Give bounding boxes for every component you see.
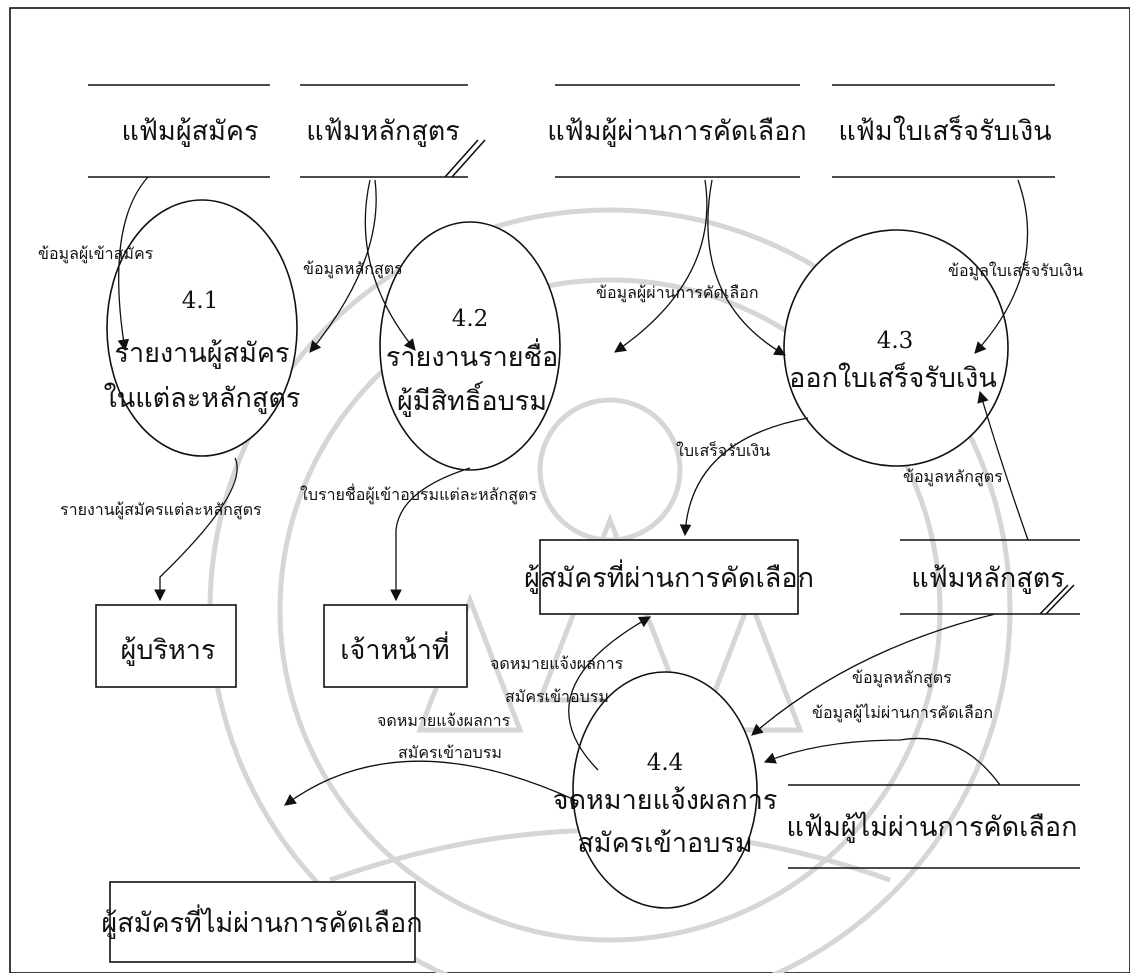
flow-passed-data-label: ข้อมูลผู้ผ่านการคัดเลือก (596, 283, 759, 303)
entity-officer: เจ้าหน้าที่ (323, 604, 468, 688)
flow-course-data-to-44-arrow (751, 613, 996, 736)
flow-letter-to-failed-arrow (284, 760, 576, 806)
flow-course-data-label-1: ข้อมูลหลักสูตร (303, 259, 403, 279)
flow-receipt-label: ใบเสร็จรับเงิน (676, 440, 770, 460)
store-course-file-top: แฟ้มหลักสูตร (300, 84, 486, 178)
store-failed-file: แฟ้มผู้ไม่ผ่านการคัดเลือก (787, 784, 1080, 869)
process-4-3: 4.3 ออกใบเสร็จรับเงิน (783, 229, 1009, 467)
process-4-4-number: 4.4 (647, 750, 684, 776)
process-4-3-line1: ออกใบเสร็จรับเงิน (789, 360, 997, 394)
entity-failed-applicant: ผู้สมัครที่ไม่ผ่านการคัดเลือก (101, 881, 423, 963)
process-4-4-line1: จดหมายแจ้งผลการ (553, 785, 778, 816)
flow-letter-failed-label-2: สมัครเข้าอบรม (398, 743, 502, 762)
store-receipt-file: แฟ้มใบเสร็จรับเงิน (832, 84, 1055, 178)
process-4-2-line2: ผู้มีสิทธิ์อบรม (397, 381, 547, 417)
store-failed-file-label: แฟ้มผู้ไม่ผ่านการคัดเลือก (787, 812, 1078, 843)
flow-course-data-label-2: ข้อมูลหลักสูตร (903, 467, 1003, 487)
flow-failed-data-label: ข้อมูลผู้ไม่ผ่านการคัดเลือก (812, 703, 993, 723)
flow-attendee-list-label: ใบรายชื่อผู้เข้าอบรมแต่ละหลักสูตร (300, 483, 537, 505)
process-4-3-number: 4.3 (877, 328, 914, 354)
entity-executive: ผู้บริหาร (95, 604, 237, 688)
flow-applicant-data-label: ข้อมูลผู้เข้าสมัคร (38, 244, 154, 264)
flow-passed-data-to-43-arrow (707, 179, 787, 356)
entity-failed-applicant-label: ผู้สมัครที่ไม่ผ่านการคัดเลือก (101, 904, 422, 939)
flow-applicant-report-arrow (154, 457, 238, 602)
flow-attendee-list-arrow (390, 467, 471, 602)
flow-course-data-to-42-arrow (364, 179, 416, 351)
store-course-file-right: แฟ้มหลักสูตร (900, 539, 1080, 615)
flow-letter-passed-label-2: สมัครเข้าอบรม (505, 687, 609, 706)
flow-receipt-data-arrow (974, 179, 1029, 354)
entity-executive-label: ผู้บริหาร (121, 635, 216, 666)
flow-receipt-data-label: ข้อมูลใบเสร็จรับเงิน (948, 260, 1083, 281)
flow-course-data-to-41-arrow (309, 179, 377, 353)
store-applicant-file: แฟ้มผู้สมัคร (88, 84, 270, 178)
store-applicant-file-label: แฟ้มผู้สมัคร (122, 116, 259, 147)
flow-course-data-label-3: ข้อมูลหลักสูตร (852, 668, 952, 688)
store-passed-file-label: แฟ้มผู้ผ่านการคัดเลือก (547, 116, 807, 147)
process-4-2-number: 4.2 (452, 306, 489, 332)
flow-letter-failed-label-1: จดหมายแจ้งผลการ (377, 711, 511, 730)
process-4-4: 4.4 จดหมายแจ้งผลการ สมัครเข้าอบรม (553, 671, 778, 909)
flow-failed-data-arrow (763, 737, 1001, 786)
process-4-4-line2: สมัครเข้าอบรม (577, 828, 752, 859)
entity-officer-label: เจ้าหน้าที่ (340, 631, 449, 666)
store-course-file-top-label: แฟ้มหลักสูตร (306, 116, 460, 147)
store-course-file-right-label: แฟ้มหลักสูตร (911, 563, 1065, 594)
flow-applicant-data-arrow (117, 176, 149, 352)
entity-passed-applicant-label: ผู้สมัครที่ผ่านการคัดเลือก (524, 559, 814, 594)
process-4-1: 4.1 รายงานผู้สมัคร ในแต่ละหลักสูตร (104, 199, 301, 457)
flow-letter-to-passed-arrow (568, 616, 652, 771)
store-passed-file: แฟ้มผู้ผ่านการคัดเลือก (547, 84, 807, 178)
flow-receipt-arrow (679, 417, 809, 537)
process-4-2: 4.2 รายงานรายชื่อ ผู้มีสิทธิ์อบรม (379, 221, 561, 471)
process-4-1-line1: รายงานผู้สมัคร (115, 338, 290, 369)
entity-passed-applicant: ผู้สมัครที่ผ่านการคัดเลือก (524, 539, 814, 615)
flow-passed-data-to-42-arrow (614, 179, 708, 353)
flow-course-data-to-43-arrow (977, 390, 1029, 541)
process-4-1-line2: ในแต่ละหลักสูตร (104, 382, 301, 414)
flow-letter-passed-label-1: จดหมายแจ้งผลการ (490, 654, 624, 673)
process-4-2-line1: รายงานรายชื่อ (386, 338, 558, 373)
store-receipt-file-label: แฟ้มใบเสร็จรับเงิน (838, 113, 1051, 147)
process-4-1-number: 4.1 (182, 288, 219, 314)
flow-applicant-report-label: รายงานผู้สมัครแต่ละหลักสูตร (60, 500, 262, 520)
